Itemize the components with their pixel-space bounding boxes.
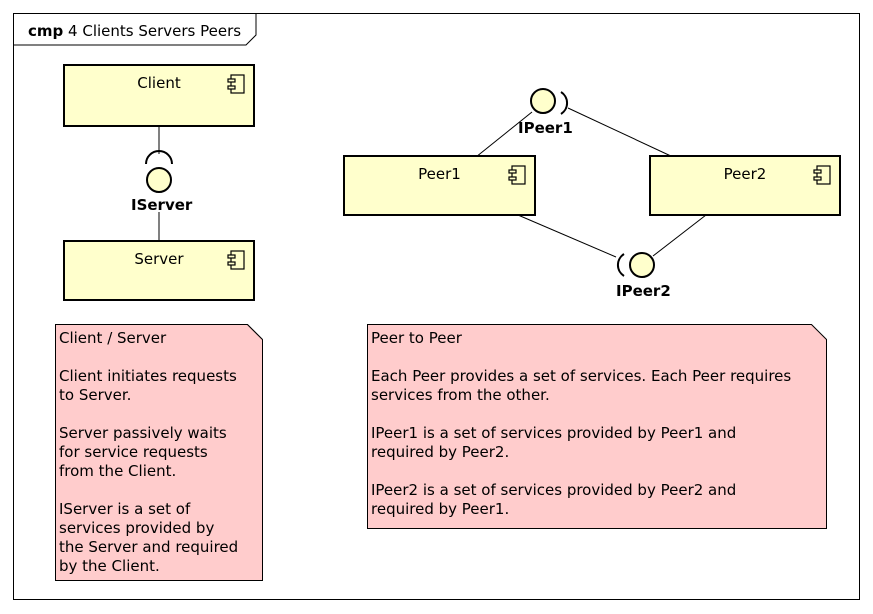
- peer1-ipeer1-connector: [475, 111, 533, 158]
- component-label: Peer2: [723, 165, 767, 183]
- component-client[interactable]: Client: [63, 64, 255, 127]
- ipeer1-socket: [560, 91, 568, 115]
- note-text: Client / Server Client initiates request…: [59, 329, 239, 575]
- peer2-ipeer2-connector: [652, 214, 707, 257]
- note-fold-corner: [811, 324, 827, 340]
- component-icon: [227, 74, 245, 94]
- component-label: Client: [137, 74, 181, 92]
- frame-tab: [14, 14, 257, 46]
- ipeer2-socket: [617, 253, 625, 277]
- component-label: Server: [134, 250, 184, 268]
- component-peer2[interactable]: Peer2: [649, 155, 841, 216]
- iserver-socket: [145, 150, 173, 165]
- component-icon: [508, 165, 526, 185]
- ipeer1-lollipop: [530, 88, 556, 114]
- frame-title: cmp 4 Clients Servers Peers: [28, 22, 241, 40]
- note-peer-to-peer[interactable]: Peer to Peer Each Peer provides a set of…: [367, 324, 827, 529]
- frame-kind: cmp: [28, 22, 64, 40]
- interface-label-ipeer1: IPeer1: [518, 119, 573, 137]
- interface-label-ipeer2: IPeer2: [616, 282, 671, 300]
- interface-label-iserver: IServer: [131, 196, 193, 214]
- note-text: Peer to Peer Each Peer provides a set of…: [371, 329, 792, 518]
- component-server[interactable]: Server: [63, 240, 255, 301]
- iserver-lollipop: [146, 167, 172, 193]
- peer1-ipeer2-connector: [517, 214, 617, 258]
- frame-name: 4 Clients Servers Peers: [68, 22, 242, 40]
- component-icon: [227, 250, 245, 270]
- component-peer1[interactable]: Peer1: [343, 155, 536, 216]
- note-fold-corner: [247, 324, 263, 340]
- component-icon: [813, 165, 831, 185]
- ipeer2-lollipop: [629, 252, 655, 278]
- diagram-frame: cmp 4 Clients Servers Peers: [13, 13, 860, 600]
- note-client-server[interactable]: Client / Server Client initiates request…: [55, 324, 263, 581]
- component-label: Peer1: [418, 165, 461, 183]
- ipeer1-peer2-connector: [567, 107, 674, 158]
